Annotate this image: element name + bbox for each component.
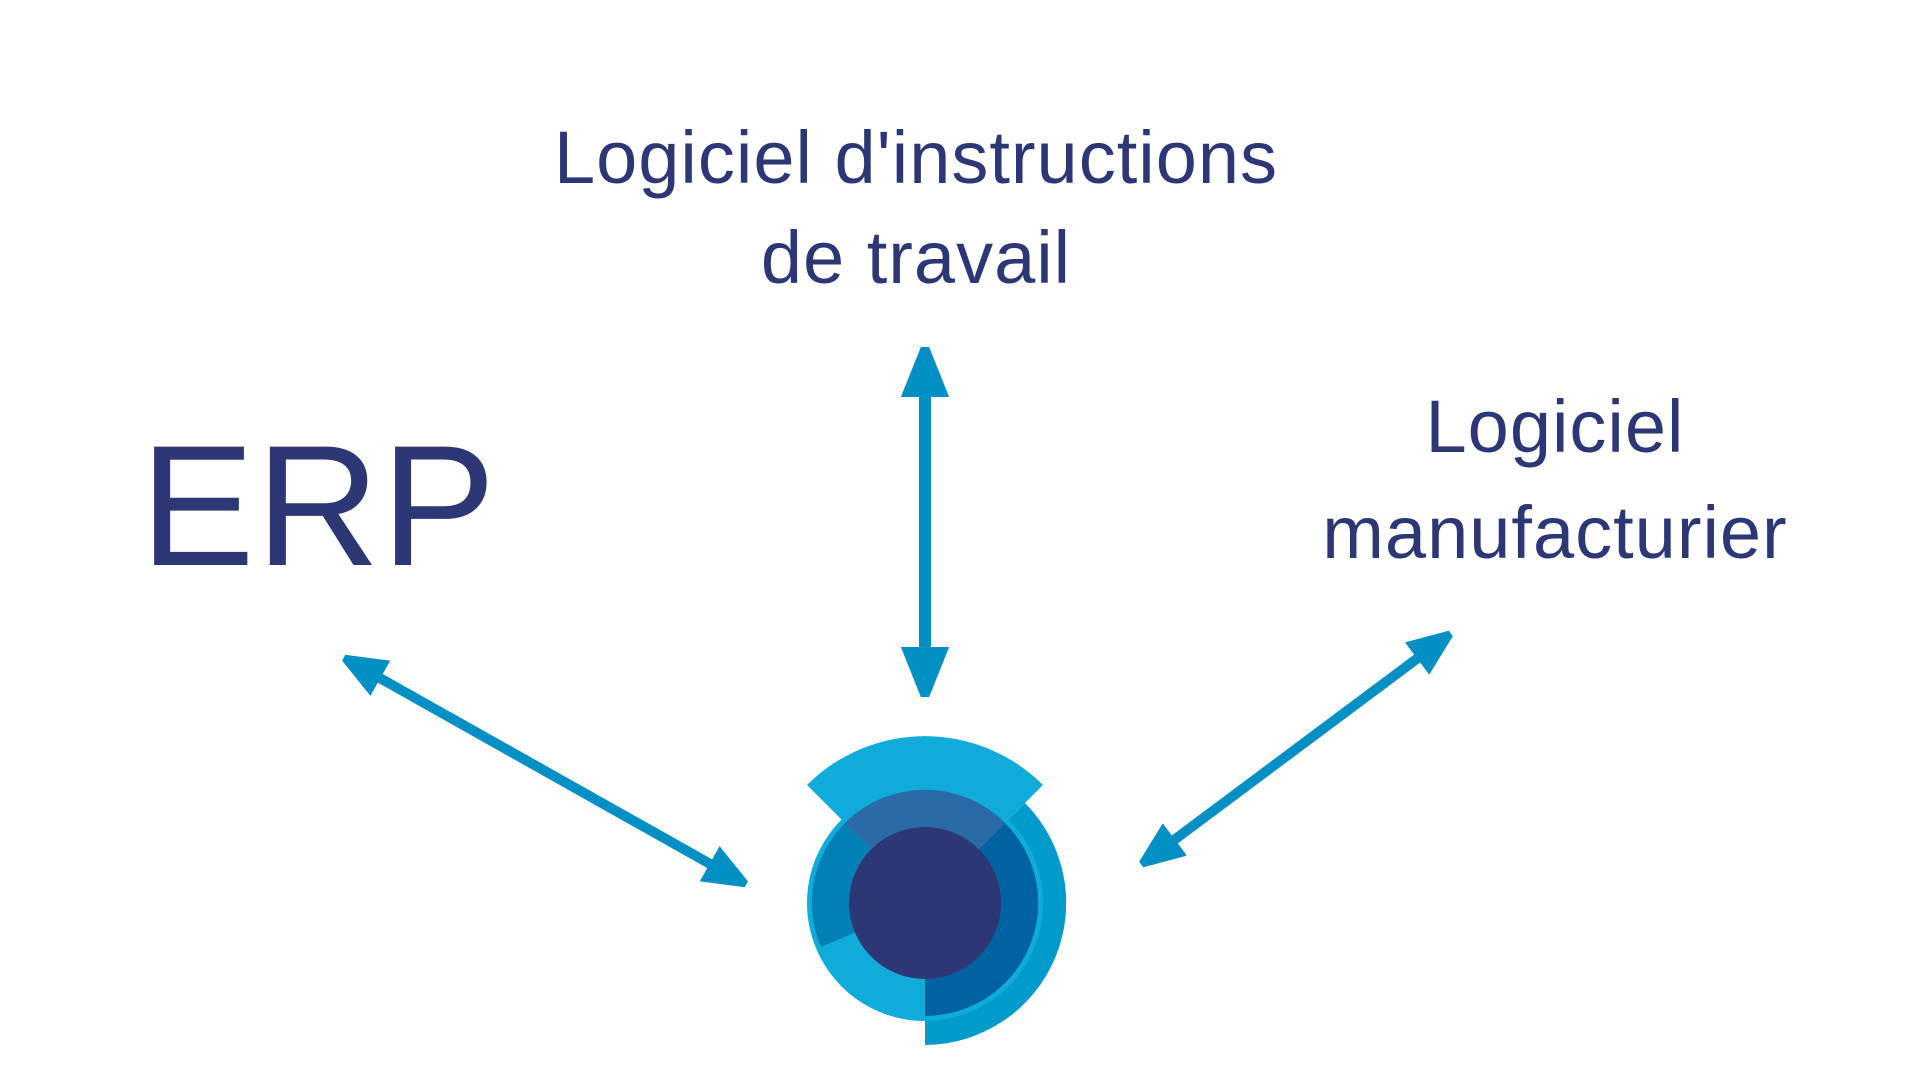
- manufacturing-software-label: Logiciel manufacturier: [1255, 374, 1855, 586]
- label-line: Logiciel d'instructions: [553, 116, 1279, 199]
- double-arrow-right: [1158, 646, 1434, 852]
- work-instructions-software-label: Logiciel d'instructions de travail: [516, 108, 1316, 308]
- label-line: Logiciel: [1425, 385, 1685, 468]
- label-line: manufacturier: [1322, 491, 1788, 574]
- logo-icon: [807, 736, 1067, 1045]
- double-arrow-left: [362, 668, 728, 874]
- erp-label: ERP: [140, 410, 497, 602]
- label-line: de travail: [760, 216, 1072, 299]
